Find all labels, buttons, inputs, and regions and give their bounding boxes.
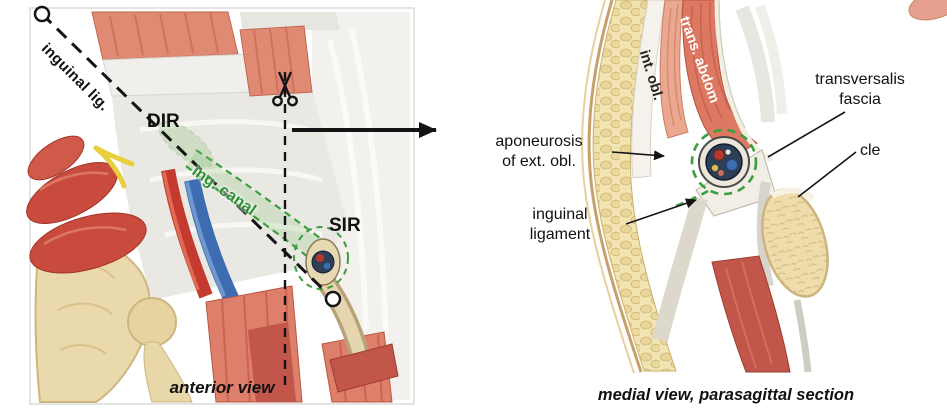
- muscle-pointer: [797, 151, 857, 198]
- deep-inguinal-ring: [157, 120, 215, 168]
- spermatic-cord-cross-section: [698, 136, 750, 188]
- superficial-inguinal-ring: [293, 226, 349, 290]
- medial-view-caption: medial view, parasagittal section: [597, 386, 855, 404]
- ext-obl-aponeurosis: [631, 0, 666, 179]
- dir-label: DIR: [147, 111, 180, 132]
- transversalis-fascia-pointer: [767, 111, 846, 158]
- inguinal-ligament-arrow: [625, 198, 697, 225]
- pelvic-bone: [34, 238, 193, 403]
- cropped-muscle-corner: [908, 0, 947, 21]
- internal-oblique-muscle: [659, 0, 689, 139]
- muscle-label-partial: cle: [860, 142, 881, 159]
- aponeurosis-label: aponeurosis of ext. obl.: [495, 133, 583, 170]
- anterior-view-caption: anterior view: [169, 378, 275, 397]
- aponeurosis-arrow: [611, 150, 665, 161]
- pubic-bone: [756, 181, 829, 298]
- canal-green-dashes: [675, 128, 758, 208]
- adductor-muscle: [711, 255, 812, 373]
- line-endpoint-marker: [33, 5, 51, 23]
- anterior-view-illustration: [26, 5, 415, 405]
- scissors-icon: [272, 71, 298, 107]
- inguinal-canal-outline: [157, 120, 334, 268]
- femoral-nerve: [93, 145, 135, 189]
- femoral-vessels: [161, 168, 240, 304]
- inguinal-ligament-label: inguinal ligament: [529, 206, 591, 243]
- sir-label: SIR: [329, 215, 361, 236]
- iliopsoas-muscles: [26, 135, 147, 274]
- line-endpoint-marker: [324, 290, 342, 308]
- aponeurosis-region: [112, 90, 346, 300]
- parasagittal-section-illustration: [581, 0, 947, 374]
- skin-line: [587, 0, 643, 373]
- transversalis-fascia-label: transversalis fascia: [815, 71, 905, 108]
- subcutaneous-fat: [581, 0, 677, 374]
- abdominal-muscles: [91, 11, 340, 97]
